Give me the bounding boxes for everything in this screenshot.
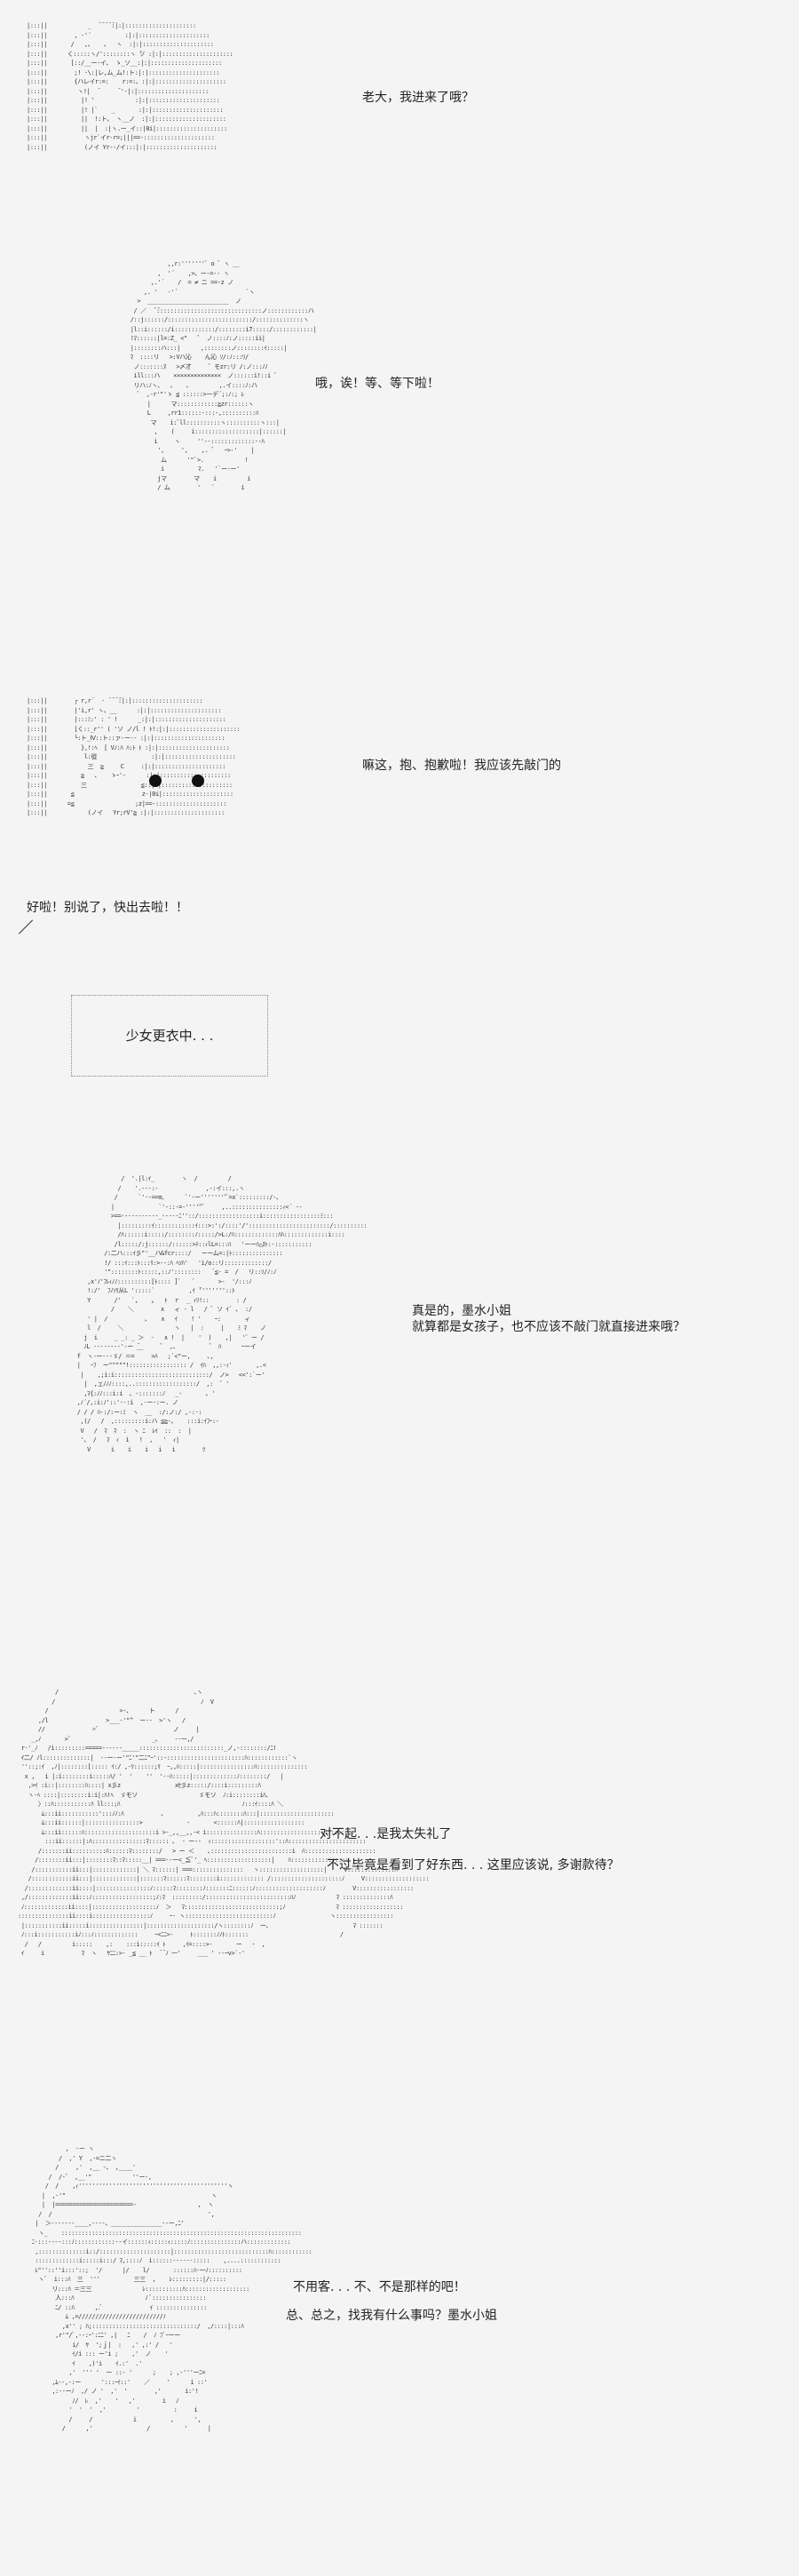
aa-art-door-2: |:::|| ┌ r,r´ ‐ ̄ ̄ ̄ ̄:|:|:::::::::::::…	[27, 697, 241, 816]
dialogue-4: 好啦！别说了，快出去啦！！	[27, 901, 188, 915]
changing-caption-box: 少女更衣中. . .	[71, 995, 268, 1077]
aa-art-girl-6: / ､ヽ / ﾉ V / >-、 ト / ,/l >___-'"^ ー‐- >'…	[18, 1689, 430, 1957]
scene-5: / '.|l:ｲ_ ヽ / / / '.---:- ,-:イ:::,.ヽ / `…	[0, 1155, 799, 1652]
scene-4: 少女更衣中. . .	[0, 995, 799, 1101]
aa-art-girl-7: , ‐ー ヽ / ,' Y ,-=ニ二ヽ / ,' ,__ -、 ,____' …	[31, 2145, 312, 2432]
aa-art-door-1: |:::|| _ ̄ ̄ ̄ ̄ ̄:|:|::::::::::::::::::…	[27, 22, 233, 151]
tail-mark	[18, 919, 34, 934]
scene-6: / ､ヽ / ﾉ V / >-、 ト / ,/l >___-'"^ ー‐- >'…	[0, 1679, 799, 2096]
dialogue-1: 老大，我进来了哦？	[362, 91, 474, 105]
eye-right	[192, 775, 204, 787]
dialogue-5b: 就算都是女孩子，也不应该不敲门就直接进来哦？	[412, 1320, 685, 1334]
scene-2: ,,r:'''''''ﾞ o ゛ヽ __ , '´ ,>、ー-=-- ヽ ,.'…	[0, 240, 799, 657]
changing-caption: 少女更衣中. . .	[125, 1028, 214, 1044]
scene-7: , ‐ー ヽ / ,' Y ,-=ニ二ヽ / ,' ,__ -、 ,____' …	[0, 2132, 799, 2576]
scene-3: |:::|| ┌ r,r´ ‐ ̄ ̄ ̄ ̄:|:|:::::::::::::…	[0, 675, 799, 942]
dialogue-7a: 不用客. . . 不、不是那样的吧！	[293, 2280, 466, 2294]
aa-art-girl-2: ,,r:'''''''ﾞ o ゛ヽ __ , '´ ,>、ー-=-- ヽ ,.'…	[130, 260, 317, 491]
dialogue-7b: 总、总之，找我有什么事吗？墨水小姐	[286, 2309, 497, 2323]
scene-1: |:::|| _ ̄ ̄ ̄ ̄ ̄:|:|::::::::::::::::::…	[0, 0, 799, 231]
dialogue-3: 嘛这，抱、抱歉啦！我应该先敲门的	[362, 759, 561, 773]
dialogue-6b: 不过毕竟是看到了好东西. . . 这里应该说, 多谢款待？	[327, 1858, 620, 1872]
aa-art-girl-5: / '.|l:ｲ_ ヽ / / / '.---:- ,-:イ:::,.ヽ / `…	[76, 1175, 368, 1453]
eye-left	[149, 775, 162, 787]
dialogue-6a: 对不起. . .是我太失礼了	[320, 1827, 452, 1841]
dialogue-2: 哦，诶！等、等下啦！	[315, 377, 439, 391]
dialogue-5a: 真是的，墨水小姐	[412, 1304, 511, 1318]
